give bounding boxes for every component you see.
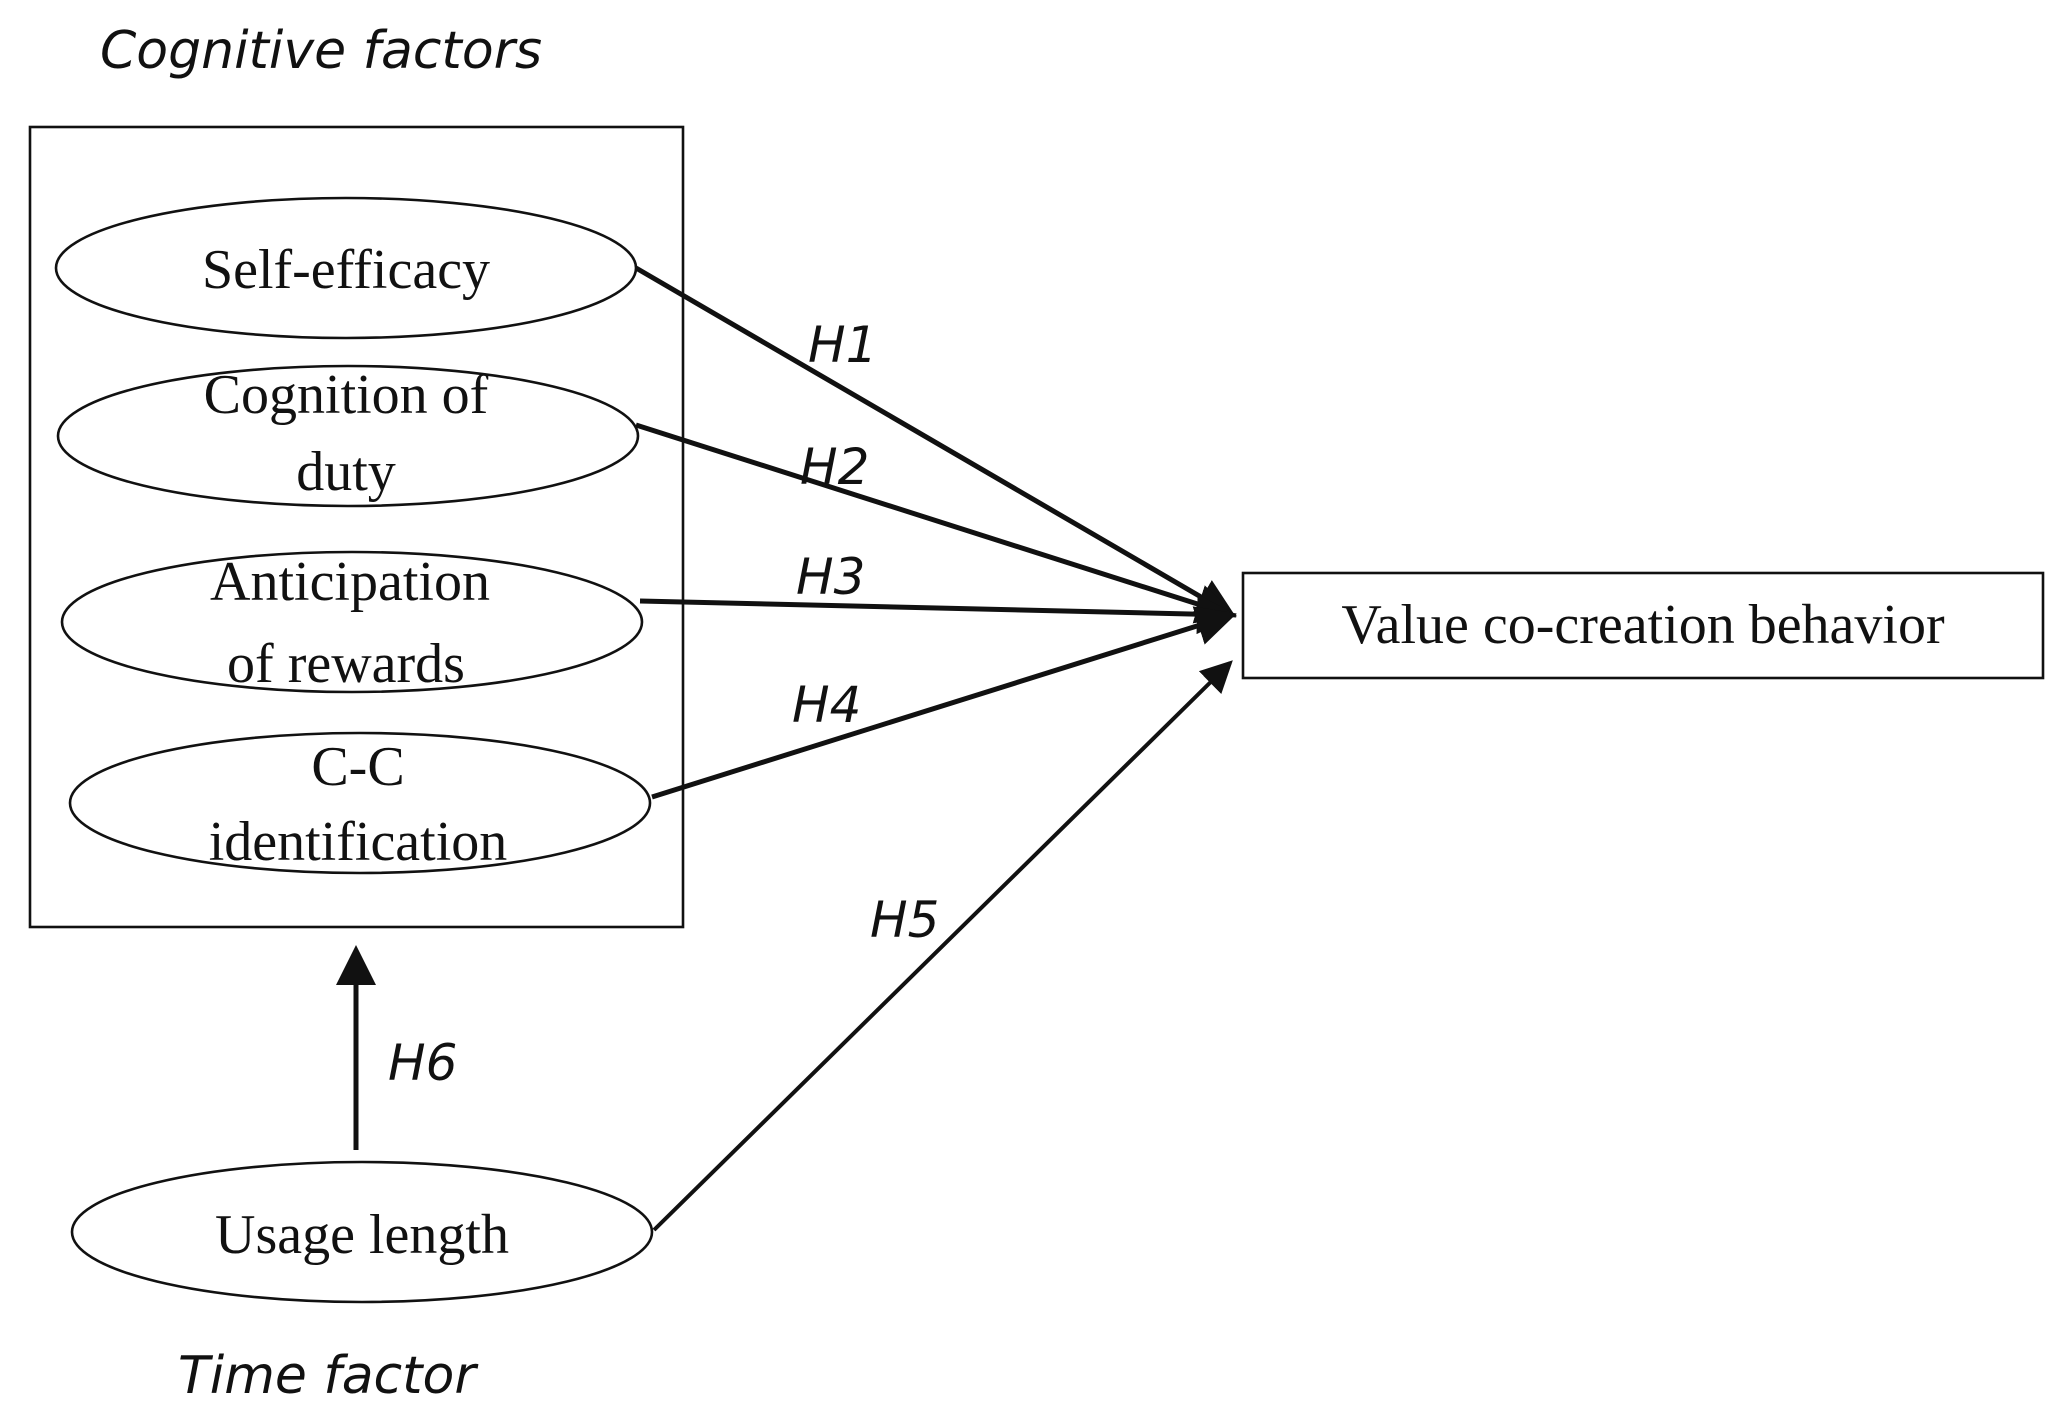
node-cognition-of-duty-line-1: Cognition of xyxy=(204,364,489,426)
node-self-efficacy-line-1: Self-efficacy xyxy=(202,239,490,301)
node-cc-identification-line-2: identification xyxy=(209,811,508,873)
edge-h2 xyxy=(635,422,1237,624)
edge-label-h2: H2 xyxy=(800,438,869,496)
node-cc-identification: C-C identification xyxy=(68,731,652,875)
node-cognition-of-duty-line-2: duty xyxy=(296,441,396,503)
edge-h5 xyxy=(652,660,1233,1232)
node-value-cocreation-behavior: Value co-creation behavior xyxy=(1241,571,2045,680)
node-usage-length: Usage length xyxy=(70,1160,654,1304)
time-factor-label: Time factor xyxy=(178,1346,479,1406)
edge-label-h6: H6 xyxy=(388,1034,457,1092)
edge-label-h3: H3 xyxy=(796,548,865,606)
node-self-efficacy: Self-efficacy xyxy=(54,196,638,340)
cognitive-factors-label: Cognitive factors xyxy=(100,21,542,81)
edge-h4 xyxy=(651,606,1237,800)
node-value-cocreation-behavior-label: Value co-creation behavior xyxy=(1341,594,1945,656)
node-cognition-of-duty: Cognition of duty xyxy=(56,364,640,508)
node-usage-length-line-1: Usage length xyxy=(215,1204,509,1266)
node-anticipation-of-rewards-line-1: Anticipation xyxy=(210,551,490,613)
edge-h1 xyxy=(634,265,1237,618)
node-cc-identification-line-1: C-C xyxy=(311,736,404,798)
edge-label-h5: H5 xyxy=(870,891,939,949)
edge-label-h4: H4 xyxy=(792,676,861,734)
edge-label-h1: H1 xyxy=(808,316,877,374)
node-anticipation-of-rewards-line-2: of rewards xyxy=(227,633,465,695)
node-anticipation-of-rewards: Anticipation of rewards xyxy=(60,550,644,695)
edge-h3 xyxy=(639,594,1237,635)
